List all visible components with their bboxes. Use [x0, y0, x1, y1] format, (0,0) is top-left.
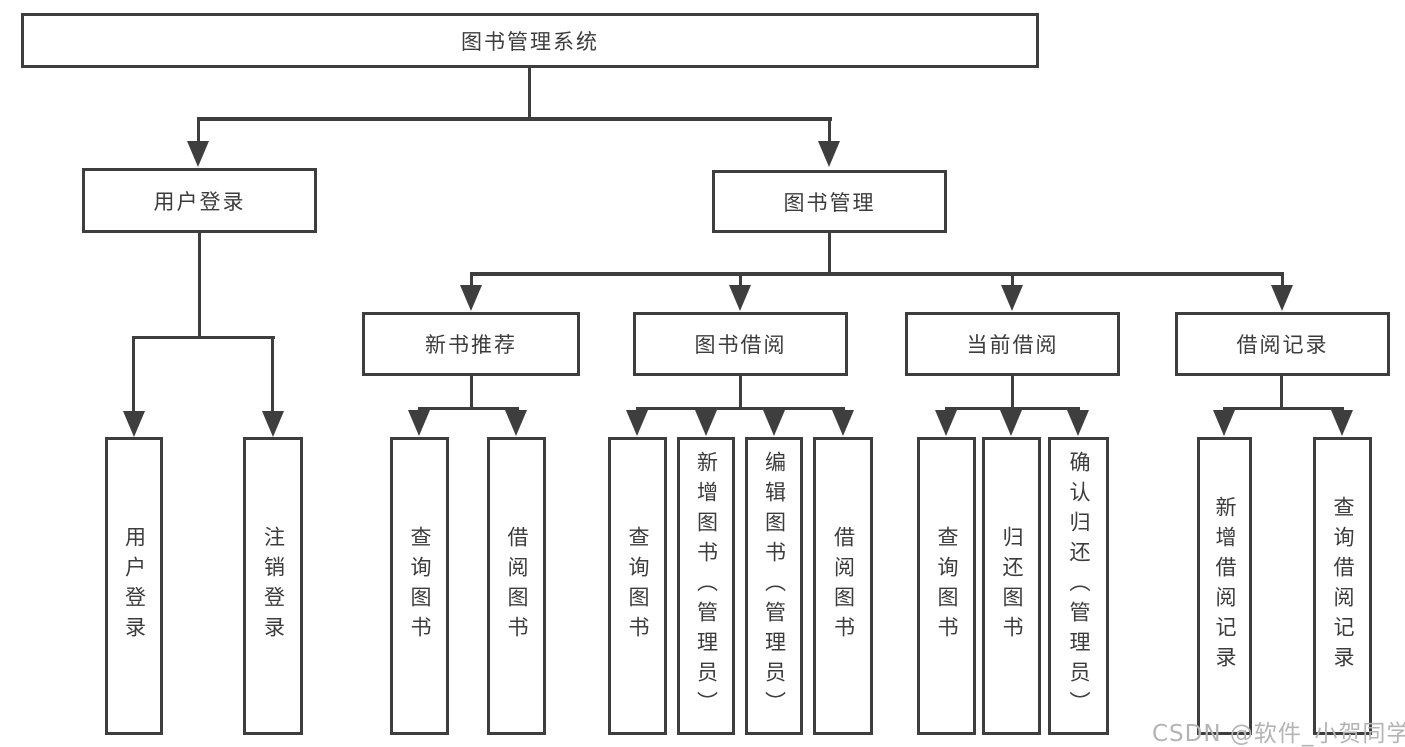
connector-login-splitter [132, 336, 275, 339]
node-book-management-label: 图书管理 [783, 190, 876, 215]
node-add-borrow-record-label: 新增借阅记录 [1213, 496, 1237, 676]
arrow-down-icon [832, 410, 854, 436]
node-confirm-return-admin: 确认归还（管理员） [1048, 437, 1109, 735]
node-book-management: 图书管理 [712, 170, 947, 233]
node-new-book-recommend: 新书推荐 [362, 312, 580, 376]
connector-groupB-splitter [636, 407, 845, 410]
arrow-down-icon [935, 410, 957, 436]
node-edit-books-admin: 编辑图书（管理员） [745, 437, 803, 735]
connector-mgmt-shaft [828, 117, 831, 143]
node-borrow-books-label: 借阅图书 [831, 526, 856, 646]
connector-groupC-splitter [945, 407, 1080, 410]
node-user-login-leaf: 用户登录 [105, 437, 163, 735]
connector-group-shaft [1281, 274, 1284, 286]
node-query-books-label: 查询图书 [408, 526, 432, 646]
node-query-books-label: 查询图书 [935, 526, 959, 646]
connector-groupD-stem [1280, 376, 1283, 409]
connector-login-shaft [197, 117, 200, 143]
node-current-borrow-label: 当前借阅 [966, 333, 1059, 357]
arrow-down-icon [408, 410, 430, 436]
node-query-books: 查询图书 [608, 437, 667, 735]
node-user-login-label: 用户登录 [153, 189, 246, 214]
arrow-down-icon [1067, 410, 1089, 436]
node-query-books-label: 查询图书 [626, 526, 650, 646]
node-borrow-records-label: 借阅记录 [1236, 333, 1329, 357]
arrow-down-icon [1001, 285, 1023, 311]
connector-login-child-shaft [271, 336, 274, 413]
node-query-books: 查询图书 [390, 437, 449, 735]
arrow-down-icon [729, 285, 751, 311]
connector-groupD-splitter [1223, 407, 1344, 410]
node-borrow-books: 借阅图书 [813, 437, 873, 735]
arrow-down-icon [505, 410, 527, 436]
node-root-label: 图书管理系统 [461, 29, 599, 54]
node-confirm-return-admin-label: 确认归还（管理员） [1067, 451, 1091, 721]
node-query-borrow-record: 查询借阅记录 [1313, 437, 1372, 735]
connector-login-stem [198, 233, 201, 337]
node-return-books: 归还图书 [982, 437, 1041, 735]
node-query-books: 查询图书 [917, 437, 976, 735]
watermark: CSDN @软件_小贺同学 [1152, 721, 1405, 747]
connector-groupA-splitter [418, 407, 519, 410]
arrow-down-icon [1000, 410, 1022, 436]
connector-root-stem [528, 68, 531, 119]
node-current-borrow: 当前借阅 [905, 312, 1120, 376]
node-query-borrow-record-label: 查询借阅记录 [1331, 496, 1355, 676]
arrow-down-icon [460, 285, 482, 311]
connector-root-splitter [197, 117, 832, 121]
node-add-books-admin: 新增图书（管理员） [677, 437, 735, 735]
node-add-books-admin-label: 新增图书（管理员） [694, 451, 719, 721]
node-edit-books-admin-label: 编辑图书（管理员） [762, 451, 787, 721]
connector-group-shaft [470, 274, 473, 286]
node-user-login: 用户登录 [82, 168, 317, 233]
arrow-down-icon [123, 411, 145, 437]
connector-group-shaft [739, 274, 742, 286]
connector-groupB-stem [739, 376, 742, 409]
arrow-down-icon [626, 410, 648, 436]
node-borrow-books-label: 借阅图书 [505, 526, 529, 646]
arrow-down-icon [1271, 285, 1293, 311]
arrow-down-icon [1213, 410, 1235, 436]
node-borrow-records: 借阅记录 [1175, 312, 1390, 376]
node-return-books-label: 归还图书 [1000, 526, 1024, 646]
node-logout-leaf: 注销登录 [243, 437, 303, 735]
arrow-down-icon [262, 411, 284, 437]
connector-mgmt-stem [828, 233, 831, 274]
node-book-borrow: 图书借阅 [633, 312, 848, 376]
connector-groupA-stem [470, 376, 473, 409]
node-add-borrow-record: 新增借阅记录 [1197, 437, 1252, 735]
arrow-down-icon [187, 141, 209, 167]
node-book-borrow-label: 图书借阅 [694, 333, 787, 357]
connector-groupC-stem [1011, 376, 1014, 409]
arrow-down-icon [763, 410, 785, 436]
connector-login-child-shaft [132, 336, 135, 413]
node-root: 图书管理系统 [21, 13, 1039, 68]
arrow-down-icon [695, 410, 717, 436]
node-user-login-leaf-label: 用户登录 [122, 526, 147, 646]
connector-mgmt-splitter [470, 272, 1284, 276]
node-borrow-books: 借阅图书 [487, 437, 546, 735]
node-new-book-recommend-label: 新书推荐 [425, 333, 517, 357]
arrow-down-icon [1331, 410, 1353, 436]
connector-group-shaft [1011, 274, 1014, 286]
node-logout-leaf-label: 注销登录 [261, 526, 286, 646]
arrow-down-icon [818, 141, 840, 167]
